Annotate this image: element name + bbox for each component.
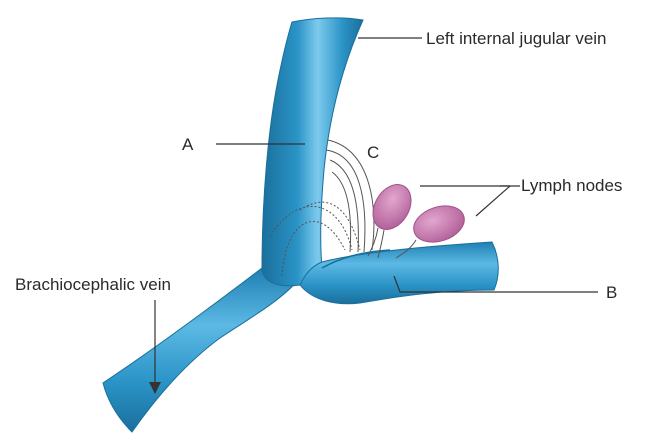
label-brachiocephalic-vein: Brachiocephalic vein bbox=[15, 276, 171, 293]
label-c: C bbox=[367, 144, 379, 161]
lymph-node-1 bbox=[365, 178, 418, 237]
subclavian-vein bbox=[300, 242, 498, 304]
internal-jugular-vein bbox=[262, 18, 363, 286]
label-lymph-nodes: Lymph nodes bbox=[521, 177, 622, 194]
label-left-internal-jugular-vein: Left internal jugular vein bbox=[426, 30, 607, 47]
lymph-node-2 bbox=[409, 200, 469, 248]
label-a: A bbox=[182, 136, 193, 153]
label-b: B bbox=[606, 284, 617, 301]
